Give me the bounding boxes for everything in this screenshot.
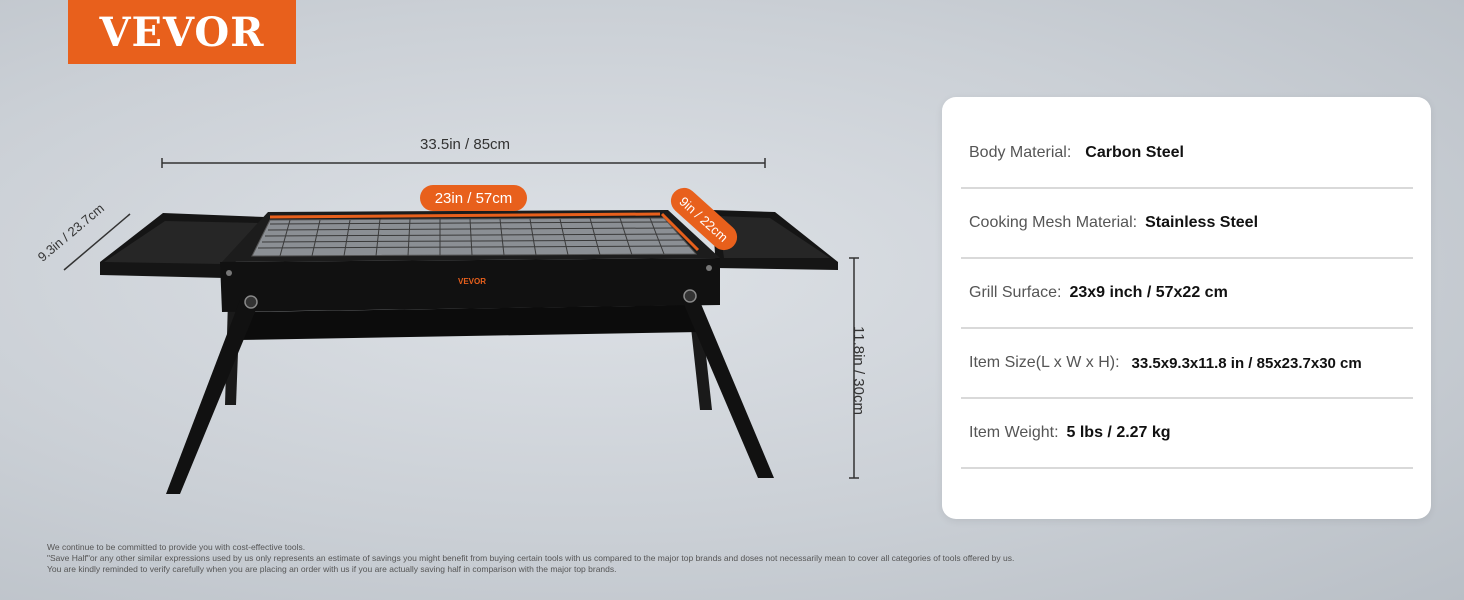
spec-value: 5 lbs / 2.27 kg xyxy=(1066,424,1171,441)
spec-value: 23x9 inch / 57x22 cm xyxy=(1069,284,1228,301)
grill-illustration: VEVOR xyxy=(63,158,859,494)
height-label: 11.8in / 30cm xyxy=(849,326,867,415)
screw xyxy=(706,265,712,271)
mesh-grid xyxy=(257,217,691,257)
spec-row-grill-surface: Grill Surface: 23x9 inch / 57x22 cm xyxy=(961,259,1413,329)
length-dimension-line xyxy=(161,158,766,168)
right-shelf-top xyxy=(718,216,830,258)
spec-card: Body Material: Carbon Steel Cooking Mesh… xyxy=(942,97,1431,519)
spec-row-body-material: Body Material: Carbon Steel xyxy=(961,119,1413,189)
screw xyxy=(244,295,258,309)
front-leg-right xyxy=(680,292,774,478)
grill-body-lower xyxy=(238,305,700,340)
spec-label: Item Weight: xyxy=(969,424,1059,441)
spec-label: Item Size(L x W x H): xyxy=(969,354,1120,371)
spec-label: Body Material: xyxy=(969,144,1072,161)
spec-value: Carbon Steel xyxy=(1085,144,1184,161)
spec-value: 33.5x9.3x11.8 in / 85x23.7x30 cm xyxy=(1131,354,1362,372)
spec-label: Cooking Mesh Material: xyxy=(969,214,1138,231)
logo-text: VEVOR xyxy=(99,8,265,56)
spec-label: Grill Surface: xyxy=(969,284,1062,301)
vevor-logo: VEVOR xyxy=(68,0,296,64)
spec-row-mesh-material: Cooking Mesh Material: Stainless Steel xyxy=(961,189,1413,259)
disclaimer: We continue to be committed to provide y… xyxy=(47,542,1014,575)
grill-body-front xyxy=(220,258,720,312)
grill-length-highlight xyxy=(269,212,661,219)
product-brand-label: VEVOR xyxy=(458,277,486,286)
grill-width-highlight xyxy=(660,212,700,252)
disclaimer-line: You are kindly reminded to verify carefu… xyxy=(47,564,617,574)
screw xyxy=(226,270,232,276)
front-leg-left xyxy=(166,300,260,494)
depth-dimension-line xyxy=(63,213,131,271)
spec-row-item-weight: Item Weight: 5 lbs / 2.27 kg xyxy=(961,399,1413,469)
screw xyxy=(683,289,697,303)
spec-value: Stainless Steel xyxy=(1145,214,1259,231)
spec-row-item-size: Item Size(L x W x H): 33.5x9.3x11.8 in /… xyxy=(961,329,1413,399)
left-shelf-top xyxy=(104,221,258,264)
length-label: 33.5in / 85cm xyxy=(420,136,511,153)
disclaimer-line: We continue to be committed to provide y… xyxy=(47,542,306,552)
height-dimension-line xyxy=(849,257,859,479)
disclaimer-line: "Save Half"or any other similar expressi… xyxy=(47,553,1015,563)
grill-length-pill: 23in / 57cm xyxy=(420,185,527,211)
